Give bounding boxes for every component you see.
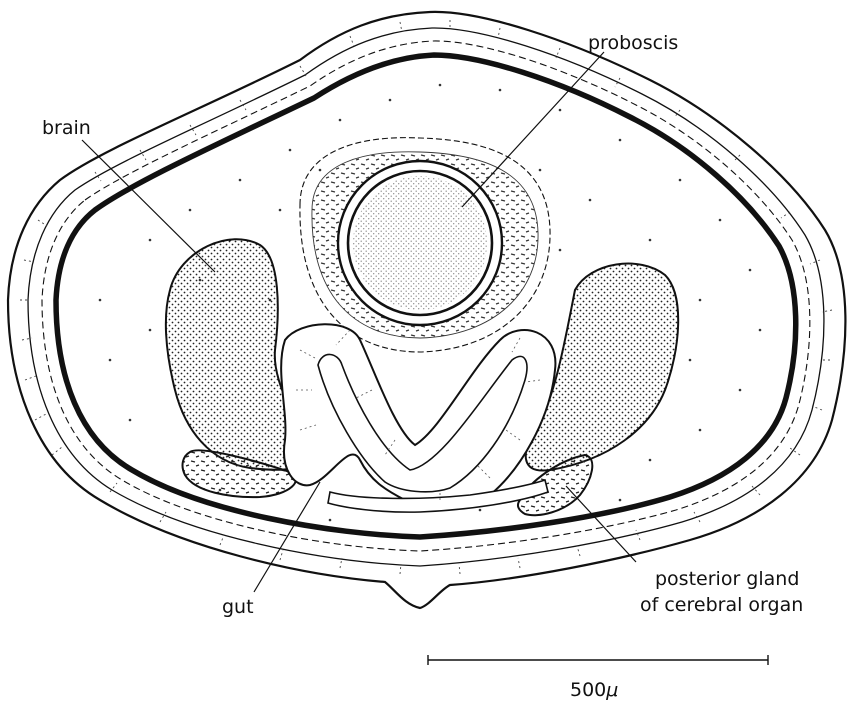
scale-bar xyxy=(428,655,768,665)
label-gland-line1: posterior gland xyxy=(655,568,799,590)
proboscis xyxy=(300,138,550,352)
label-gut: gut xyxy=(222,596,254,618)
scale-bar-label: 500μ xyxy=(570,679,618,701)
label-brain: brain xyxy=(42,117,91,139)
label-proboscis: proboscis xyxy=(588,32,678,54)
scale-bar-unit: μ xyxy=(605,679,618,701)
label-gland-line2: of cerebral organ xyxy=(640,594,803,616)
gut-leader xyxy=(254,482,320,592)
scale-bar-value: 500 xyxy=(570,679,606,701)
gland-leader xyxy=(566,486,636,562)
